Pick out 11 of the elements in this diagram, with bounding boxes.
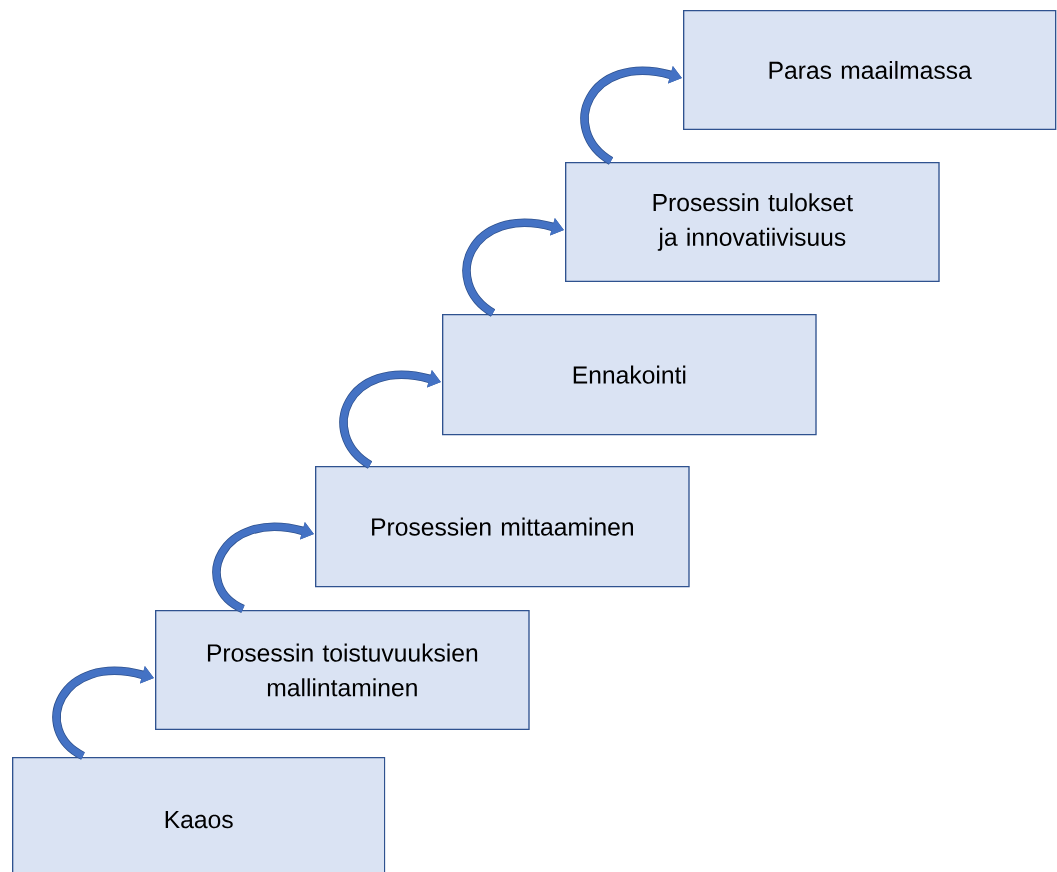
process-box: Ennakointi xyxy=(442,314,817,436)
curved-arrow xyxy=(462,218,564,317)
curved-arrow xyxy=(212,522,314,613)
curved-arrow xyxy=(580,66,682,165)
process-box: Prosessin toistuvuuksien mallintaminen xyxy=(155,610,530,730)
curved-arrow xyxy=(52,666,154,760)
process-box: Kaaos xyxy=(12,757,386,872)
curved-arrow xyxy=(339,370,441,469)
process-box: Prosessien mittaaminen xyxy=(315,466,690,588)
process-box: Paras maailmassa xyxy=(683,10,1057,130)
process-box: Prosessin tulokset ja innovatiivisuus xyxy=(565,162,940,282)
